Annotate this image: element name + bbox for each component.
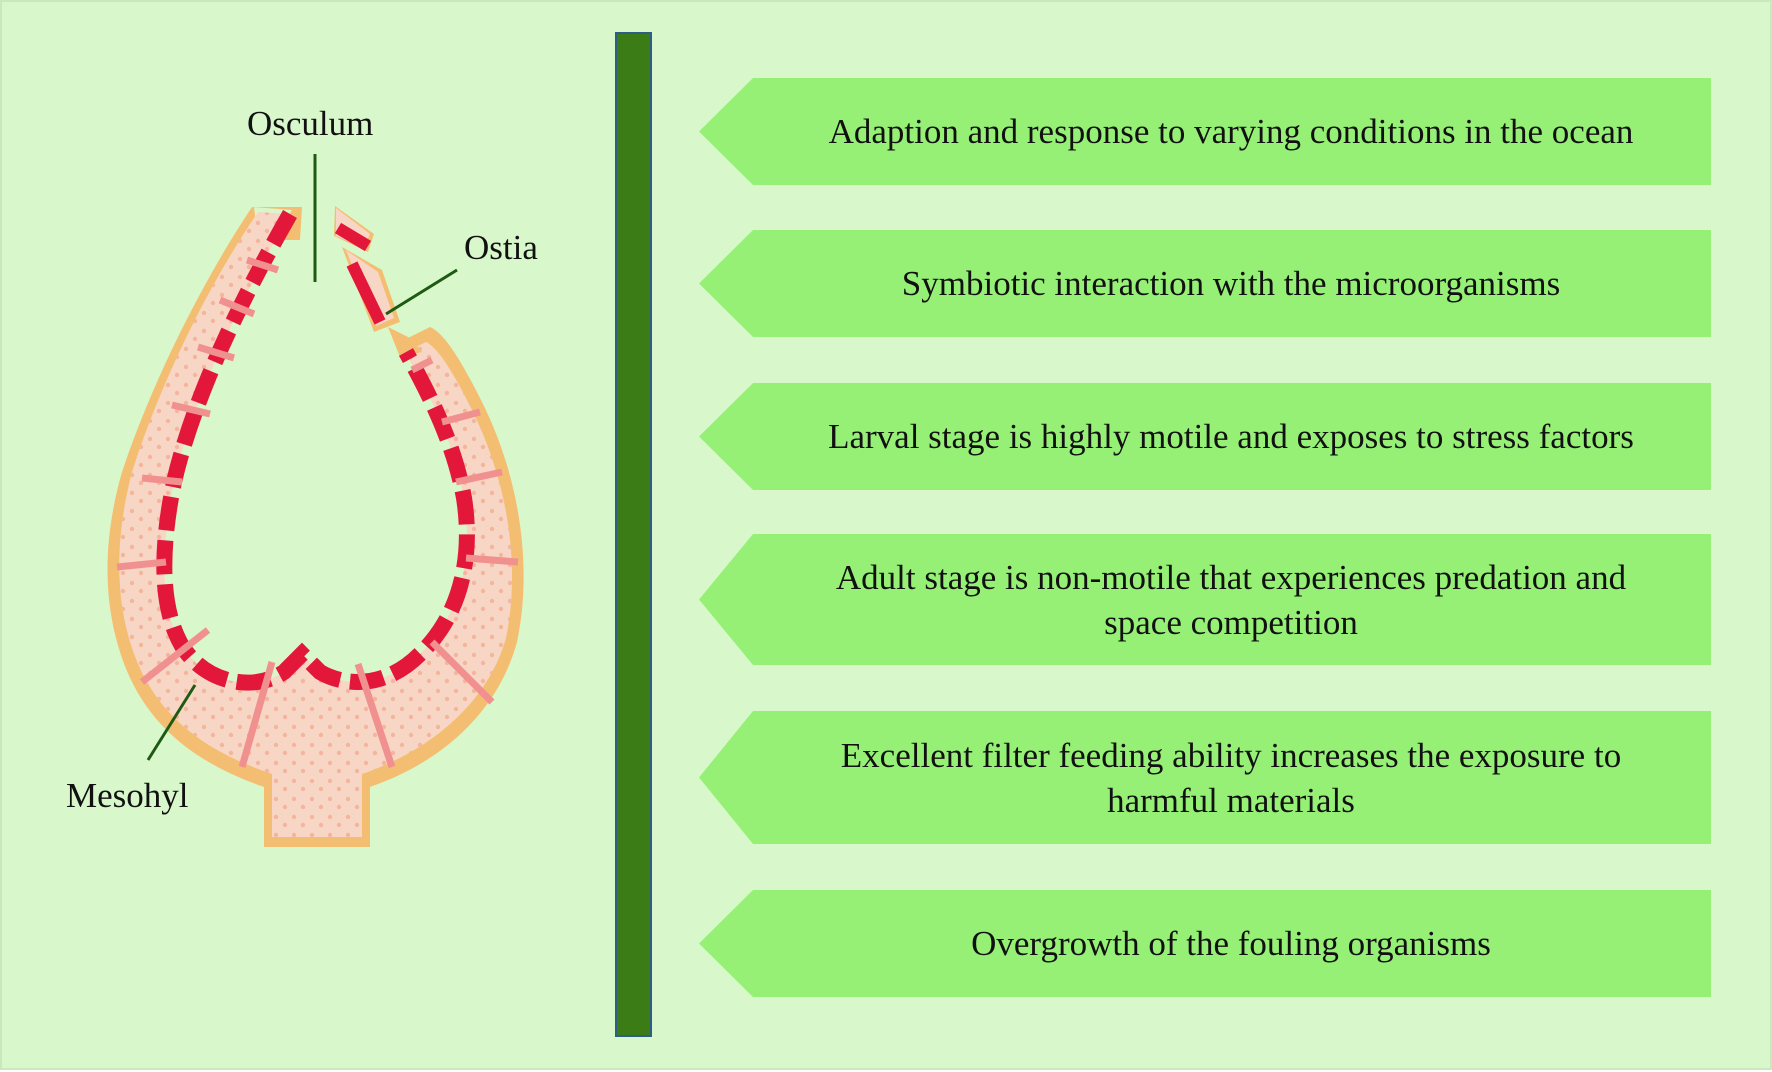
factor-text-3: Larval stage is highly motile and expose…: [828, 417, 1634, 456]
factor-arrow-box-6: Overgrowth of the fouling organisms: [699, 890, 1711, 997]
ostia-label: Ostia: [464, 228, 538, 267]
mesohyl-label: Mesohyl: [66, 776, 189, 815]
factor-text-4: Adult stage is non-motile that experienc…: [835, 557, 1627, 642]
factor-arrow-box-5: Excellent filter feeding ability increas…: [699, 711, 1711, 844]
factor-text-6: Overgrowth of the fouling organisms: [971, 924, 1491, 963]
factor-text-1: Adaption and response to varying conditi…: [828, 112, 1634, 151]
factor-arrow-box-2: Symbiotic interaction with the microorga…: [699, 230, 1711, 337]
factor-arrow-box-1: Adaption and response to varying conditi…: [699, 78, 1711, 185]
choanocyte-layer: [156, 210, 475, 691]
factor-arrow-box-3: Larval stage is highly motile and expose…: [699, 383, 1711, 490]
factor-text-2: Symbiotic interaction with the microorga…: [901, 264, 1561, 303]
factor-text-5: Excellent filter feeding ability increas…: [840, 735, 1622, 820]
vertical-divider-bar: [615, 32, 652, 1037]
ostia-leader-line: [385, 268, 458, 316]
osculum-label: Osculum: [247, 104, 374, 143]
factor-arrow-box-4: Adult stage is non-motile that experienc…: [699, 534, 1711, 665]
sponge-cross-section-illustration: [107, 154, 524, 847]
mesohyl-leader-line: [146, 684, 197, 761]
